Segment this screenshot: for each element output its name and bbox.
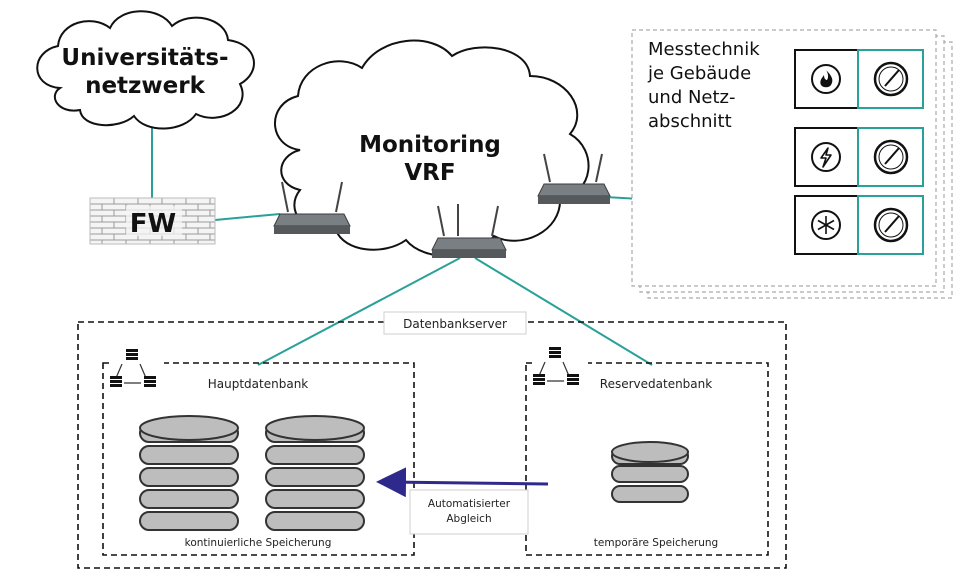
firewall-label: FW bbox=[130, 209, 176, 239]
sync-label-line2: Abgleich bbox=[446, 513, 491, 525]
gauge-icon bbox=[873, 207, 909, 243]
university-cloud-label-line2: netzwerk bbox=[85, 73, 206, 99]
main-database-caption: kontinuierliche Speicherung bbox=[185, 537, 332, 549]
link-router-backupdb bbox=[474, 257, 653, 366]
backup-database-box: Reservedatenbank temporäre Speicherung bbox=[525, 347, 769, 556]
database-server-label: Datenbankserver bbox=[403, 317, 507, 331]
sync-label-line1: Automatisierter bbox=[428, 498, 511, 510]
monitoring-cloud-label-line2: VRF bbox=[404, 160, 455, 186]
sync-label-box: Automatisierter Abgleich bbox=[409, 489, 529, 535]
replication-icon bbox=[532, 347, 588, 392]
measurement-title-line1: Messtechnik bbox=[648, 39, 760, 60]
backup-database-title: Reservedatenbank bbox=[600, 377, 712, 391]
sensor-row-2 bbox=[794, 127, 924, 187]
monitoring-cloud-label-line1: Monitoring bbox=[359, 132, 501, 158]
university-cloud-label-line1: Universitäts- bbox=[61, 45, 228, 71]
backup-database-caption: temporäre Speicherung bbox=[594, 537, 718, 549]
snowflake-icon bbox=[811, 210, 841, 240]
sensor-row-3 bbox=[794, 195, 924, 255]
router-right-icon bbox=[537, 153, 611, 204]
university-network-cloud: Universitäts- netzwerk bbox=[36, 10, 255, 130]
sync-arrow bbox=[376, 467, 549, 498]
gauge-icon bbox=[873, 139, 909, 175]
monitoring-vrf-cloud: Monitoring VRF bbox=[274, 39, 590, 257]
replication-icon bbox=[110, 349, 164, 394]
gauge-icon bbox=[873, 61, 909, 97]
link-router-maindb bbox=[257, 257, 461, 366]
firewall: FW bbox=[89, 197, 216, 245]
router-left-icon bbox=[273, 181, 351, 234]
measurement-title-line3: und Netz- bbox=[648, 87, 736, 108]
lightning-icon bbox=[811, 142, 841, 172]
database-server-panel: Datenbankserver Hauptdatenbank bbox=[77, 311, 787, 569]
measurement-title-line2: je Gebäude bbox=[647, 63, 751, 84]
flame-icon bbox=[811, 64, 841, 94]
measurement-panel: Messtechnik je Gebäude und Netz- abschni… bbox=[631, 29, 953, 299]
main-database-box: Hauptdatenbank kontinuierliche Speicheru… bbox=[102, 349, 415, 556]
link-firewall-router bbox=[214, 213, 281, 221]
database-cylinder-icon bbox=[265, 415, 365, 531]
database-cylinder-icon bbox=[139, 415, 239, 531]
main-database-title: Hauptdatenbank bbox=[208, 377, 309, 391]
router-center-icon bbox=[431, 204, 507, 258]
database-cylinder-icon bbox=[611, 441, 689, 503]
sensor-row-1 bbox=[794, 49, 924, 109]
measurement-title-line4: abschnitt bbox=[648, 111, 732, 132]
